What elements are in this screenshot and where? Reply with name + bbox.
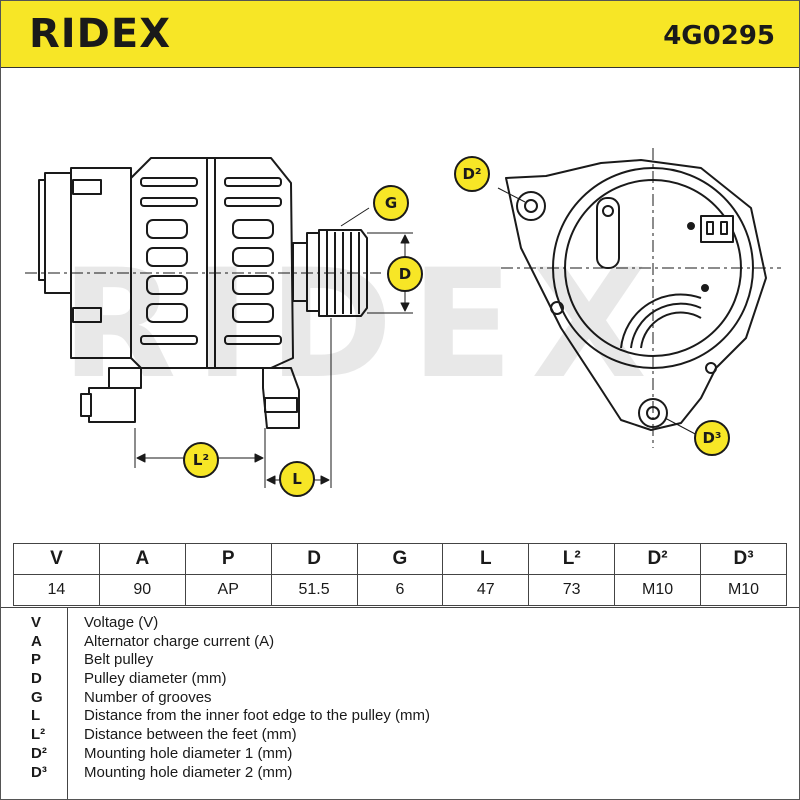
legend-description: Mounting hole diameter 1 (mm) <box>84 744 293 762</box>
callout-g <box>373 185 409 221</box>
legend-description: Mounting hole diameter 2 (mm) <box>84 763 293 781</box>
alternator-side-view <box>25 157 381 429</box>
legend-code: G <box>31 688 43 706</box>
legend-description: Belt pulley <box>84 651 154 669</box>
spec-header-p: P <box>184 543 272 575</box>
spec-value-row: 14 90 AP 51.5 6 47 73 M10 M10 <box>13 574 787 606</box>
spec-value-l2: 73 <box>528 574 616 606</box>
spec-value-a: 90 <box>98 574 186 606</box>
alternator-rear-view <box>497 148 781 448</box>
technical-drawing: RIDEX <box>1 68 799 541</box>
legend-description: Number of grooves <box>84 688 212 706</box>
legend-description: Distance from the inner foot edge to the… <box>84 707 430 725</box>
alternator-drawing: G D L² L D² D³ <box>25 148 781 497</box>
callout-d2-label: D² <box>462 165 481 183</box>
callout-l2 <box>183 442 219 478</box>
spec-header-row: V A P D G L L² D² D³ <box>13 543 787 575</box>
spec-header-d3: D³ <box>700 543 787 575</box>
callout-d2 <box>454 156 490 192</box>
spec-value-l: 47 <box>442 574 530 606</box>
watermark: RIDEX <box>61 238 665 412</box>
legend-code: A <box>31 632 42 650</box>
legend-code: L <box>31 707 41 725</box>
spec-table: V A P D G L L² D² D³ 14 90 AP 51.5 6 47 … <box>13 543 787 606</box>
callout-d-label: D <box>399 265 411 283</box>
legend-description: Voltage (V) <box>84 614 159 631</box>
callout-l2-label: L² <box>193 451 209 469</box>
callout-d3-label: D³ <box>702 429 721 447</box>
legend-code: L² <box>31 726 46 744</box>
spec-value-d2: M10 <box>614 574 701 606</box>
legend-divider <box>67 608 68 799</box>
callout-d <box>387 256 423 292</box>
legend-code: D <box>31 670 42 688</box>
spec-value-p: AP <box>184 574 272 606</box>
spec-value-v: 14 <box>13 574 100 606</box>
spec-header-v: V <box>13 543 100 575</box>
legend-code: V <box>31 614 42 631</box>
part-number: 4G0295 <box>663 21 775 51</box>
spec-value-d: 51.5 <box>270 574 358 606</box>
legend-code: D² <box>31 744 47 762</box>
spec-value-d3: M10 <box>700 574 787 606</box>
callout-l <box>279 461 315 497</box>
callout-g-label: G <box>385 194 397 212</box>
spec-header-a: A <box>98 543 186 575</box>
legend-description: Alternator charge current (A) <box>84 632 275 650</box>
spec-value-g: 6 <box>356 574 444 606</box>
spec-header-l: L <box>442 543 530 575</box>
brand-logo: RIDEX <box>29 11 172 57</box>
spec-header-d: D <box>270 543 358 575</box>
legend-code: D³ <box>31 763 47 781</box>
spec-header-d2: D² <box>614 543 701 575</box>
legend-description: Pulley diameter (mm) <box>84 670 227 688</box>
legend-code: P <box>31 651 42 669</box>
spec-header-l2: L² <box>528 543 616 575</box>
callout-d3 <box>694 420 730 456</box>
legend: V Voltage (V) A Alternator charge current … <box>1 607 799 799</box>
legend-description: Distance between the feet (mm) <box>84 726 297 744</box>
callout-l-label: L <box>292 470 302 488</box>
header-bar: RIDEX 4G0295 <box>1 1 799 68</box>
spec-header-g: G <box>356 543 444 575</box>
